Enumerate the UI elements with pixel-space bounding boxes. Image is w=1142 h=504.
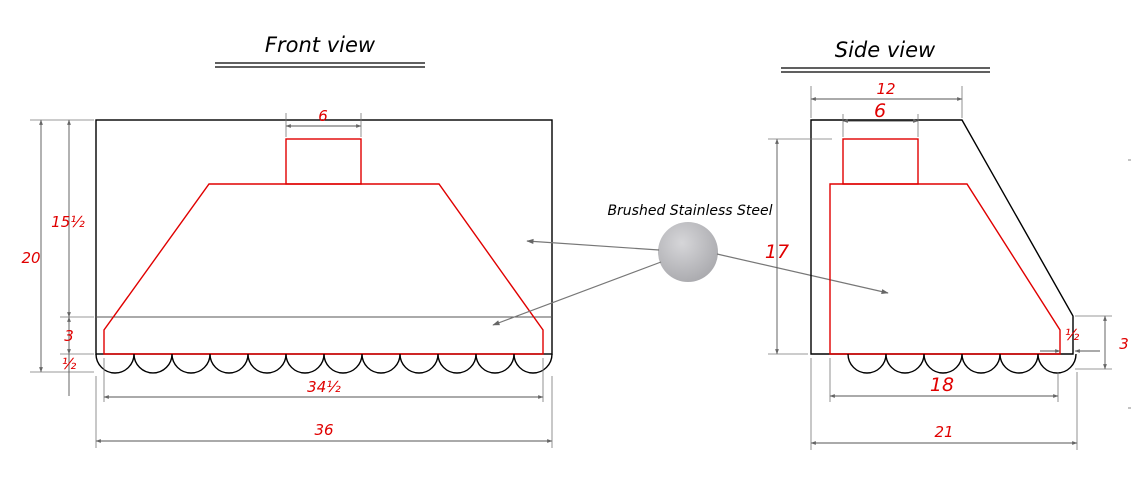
- side-scallop-edge: [847, 353, 1077, 374]
- side-view: Side view 12 6 17 3 ½: [765, 38, 1131, 450]
- front-total-width-label: 36: [314, 421, 333, 439]
- front-view: Front view 6 20 15½ 3 ½: [21, 33, 553, 448]
- front-view-title: Front view: [265, 33, 376, 57]
- side-total-depth-label: 21: [934, 423, 953, 441]
- material-label: Brushed Stainless Steel: [607, 203, 772, 219]
- side-top-depth-label: 12: [876, 80, 895, 98]
- side-outline: [810, 119, 1074, 355]
- material-callout: Brushed Stainless Steel: [492, 203, 889, 326]
- front-scallop-edge: [95, 353, 553, 374]
- front-band-label: 3: [64, 327, 74, 345]
- side-view-title: Side view: [835, 38, 936, 62]
- front-height-upper-label: 15½: [51, 213, 85, 231]
- front-height-total-label: 20: [21, 249, 40, 267]
- front-chimney: [285, 138, 362, 185]
- side-front-edge-label: 3: [1119, 335, 1129, 353]
- side-hood-body: [829, 183, 1061, 355]
- material-swatch: [658, 222, 718, 282]
- side-chimney: [842, 138, 919, 185]
- side-lip-label: ½: [1065, 326, 1080, 344]
- side-height-label: 17: [765, 241, 789, 263]
- side-inner-depth-label: 18: [930, 374, 954, 396]
- front-bottom-label: ½: [62, 355, 77, 373]
- front-chimney-width-label: 6: [318, 107, 328, 125]
- material-leader-side: [716, 253, 889, 295]
- front-outline: [95, 119, 553, 355]
- material-leader-front-upper: [526, 238, 660, 251]
- front-inner-width-label: 34½: [307, 378, 341, 396]
- material-leader-front-lower: [492, 261, 662, 326]
- side-chimney-depth-label: 6: [874, 100, 886, 122]
- front-hood-body: [103, 183, 544, 355]
